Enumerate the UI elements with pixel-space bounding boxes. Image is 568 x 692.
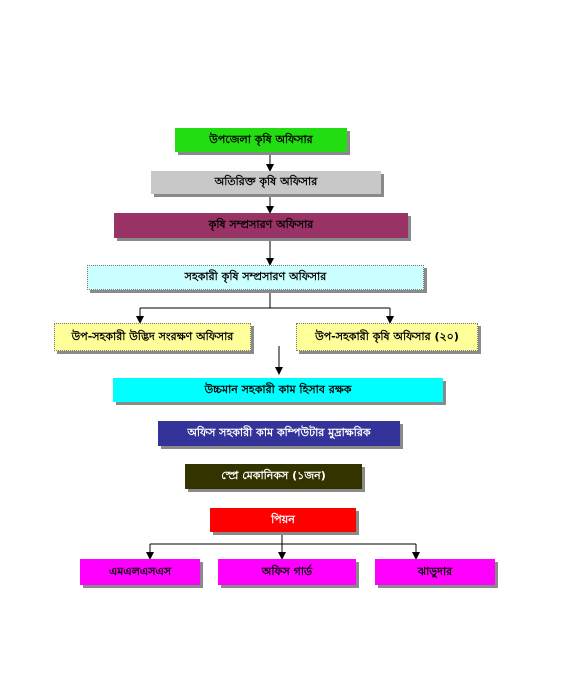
node-sweeper: ঝাড়ুদার [375, 559, 495, 585]
node-sub-assistant-agriculture-officer: উপ-সহকারী কৃষি অফিসার (২০) [296, 323, 478, 351]
node-assistant-agriculture-extension-officer: সহকারী কৃষি সম্প্রসারণ অফিসার [87, 265, 424, 290]
node-office-assistant-computer-typist: অফিস সহকারী কাম কম্পিউটার মুদ্রাক্ষরিক [158, 421, 400, 446]
node-additional-agriculture-officer: অতিরিক্ত কৃষি অফিসার [151, 171, 381, 194]
node-upper-division-assistant-accountant: উচ্চমান সহকারী কাম হিসাব রক্ষক [113, 378, 443, 402]
node-mlss: এমএলএসএস [80, 559, 200, 585]
node-sub-assistant-plant-protection-officer: উপ-সহকারী উদ্ভিদ সংরক্ষণ অফিসার [54, 323, 251, 351]
node-peon: পিয়ন [210, 508, 356, 532]
node-spray-mechanic: স্প্রে মেকানিকস (১জন) [185, 464, 362, 489]
node-upazila-agriculture-officer: উপজেলা কৃষি অফিসার [175, 128, 347, 152]
node-agriculture-extension-officer: কৃষি সম্প্রসারণ অফিসার [114, 213, 408, 238]
node-office-guard: অফিস গার্ড [218, 559, 356, 585]
